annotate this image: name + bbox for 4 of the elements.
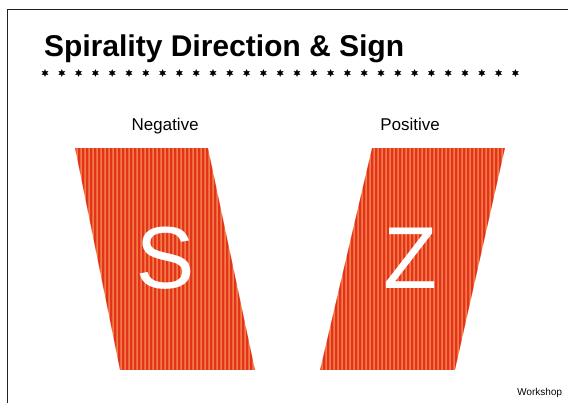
- sign-label: Negative: [131, 115, 199, 135]
- sign-label: Positive: [380, 115, 440, 135]
- footer-note: Workshop: [517, 387, 562, 398]
- slide-title: Spirality Direction & Sign: [44, 30, 404, 64]
